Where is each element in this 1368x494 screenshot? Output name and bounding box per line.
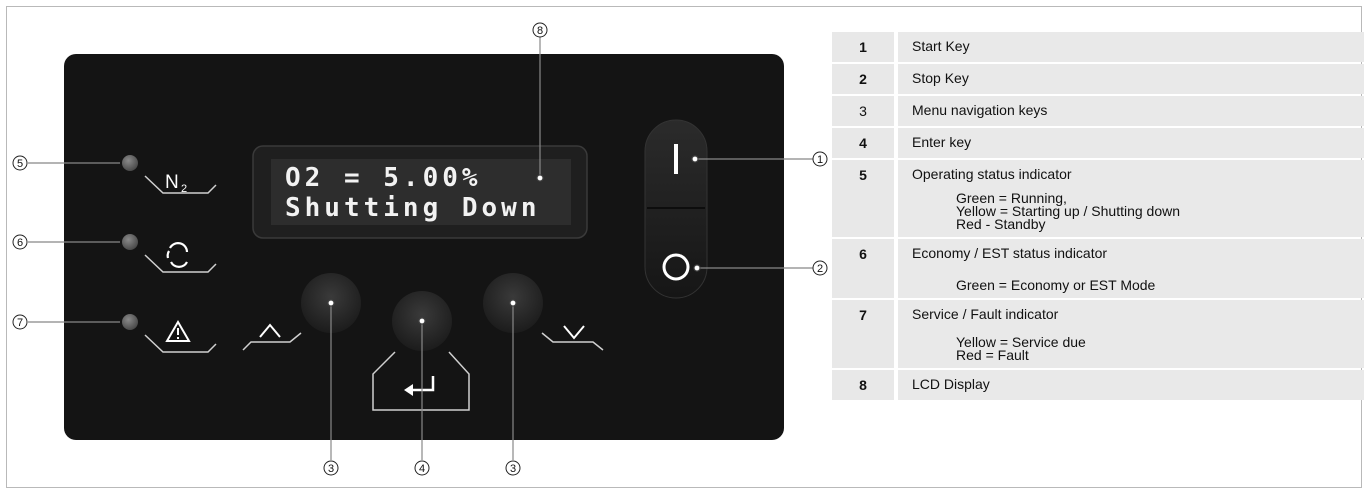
legend-label: Stop Key — [894, 64, 1364, 94]
legend-row: 2 Stop Key — [832, 64, 1364, 94]
svg-text:2: 2 — [817, 263, 823, 275]
legend-number: 6 — [832, 239, 894, 298]
legend-number: 8 — [832, 370, 894, 400]
service-fault-indicator — [122, 314, 217, 353]
controller-panel-diagram: O2 = 5.00% Shutting Down N 2 — [12, 22, 828, 476]
legend-label: Start Key — [894, 32, 1364, 62]
legend-number: 3 — [832, 96, 894, 126]
svg-text:1: 1 — [817, 154, 823, 166]
legend-row: 8 LCD Display — [832, 370, 1364, 400]
legend-label: LCD Display — [894, 370, 1364, 400]
down-arrow-label — [541, 325, 604, 351]
legend-label: Enter key — [894, 128, 1364, 158]
legend-number: 4 — [832, 128, 894, 158]
callout-6: 6 — [12, 234, 28, 250]
start-key[interactable] — [674, 144, 678, 174]
lcd-line-2: Shutting Down — [285, 193, 541, 223]
enter-arrow-icon — [404, 376, 435, 396]
stop-icon — [662, 253, 690, 281]
legend-row: 4 Enter key — [832, 128, 1364, 158]
control-panel — [64, 54, 784, 440]
svg-text:7: 7 — [17, 317, 23, 329]
svg-text:3: 3 — [510, 463, 516, 475]
enter-key-label — [372, 351, 470, 411]
callout-3-right: 3 — [505, 460, 521, 476]
callout-3-left: 3 — [323, 460, 339, 476]
n2-subscript: 2 — [181, 183, 187, 195]
legend-number: 1 — [832, 32, 894, 62]
start-stop-keys — [644, 119, 708, 299]
legend-label: Menu navigation keys — [894, 96, 1364, 126]
legend-label: Economy / EST status indicator — [912, 245, 1108, 261]
legend-row: 5 Operating status indicator Green = Run… — [832, 160, 1364, 237]
up-arrow-label — [242, 323, 302, 351]
legend-label: Service / Fault indicator — [912, 306, 1059, 322]
lcd-display: O2 = 5.00% Shutting Down — [252, 145, 588, 239]
legend-label: Operating status indicator — [912, 166, 1072, 182]
callout-leaders — [28, 37, 814, 460]
svg-text:3: 3 — [328, 463, 334, 475]
legend-table: 1 Start Key 2 Stop Key 3 Menu navigation… — [832, 30, 1364, 402]
svg-text:8: 8 — [537, 25, 543, 37]
indicator-led — [122, 234, 138, 250]
callout-5: 5 — [12, 155, 28, 171]
economy-status-indicator — [122, 234, 217, 273]
legend-row: 7 Service / Fault indicator Yellow = Ser… — [832, 300, 1364, 368]
callout-8: 8 — [532, 22, 548, 38]
legend-number: 2 — [832, 64, 894, 94]
indicator-led — [122, 314, 138, 330]
chevron-up-icon — [259, 323, 281, 338]
stop-key[interactable] — [662, 253, 690, 281]
svg-text:4: 4 — [419, 463, 425, 475]
cycle-icon — [166, 242, 189, 268]
lcd-line-1: O2 = 5.00% — [285, 163, 482, 193]
legend-row: 6 Economy / EST status indicator Green =… — [832, 239, 1364, 298]
indicator-led — [122, 155, 138, 171]
legend-number: 5 — [832, 160, 894, 237]
callout-4: 4 — [414, 460, 430, 476]
start-icon — [674, 144, 678, 174]
legend-number: 7 — [832, 300, 894, 368]
svg-text:6: 6 — [17, 237, 23, 249]
n2-icon: N — [165, 172, 179, 193]
callout-7: 7 — [12, 314, 28, 330]
legend-detail: Green = Running, Yellow = Starting up / … — [956, 190, 1181, 232]
legend-row: 1 Start Key — [832, 32, 1364, 62]
operating-status-indicator: N 2 — [122, 155, 217, 195]
warning-icon — [165, 320, 191, 342]
legend-detail: Yellow = Service due Red = Fault — [956, 334, 1086, 363]
legend-detail: Green = Economy or EST Mode — [956, 277, 1156, 293]
legend-row: 3 Menu navigation keys — [832, 96, 1364, 126]
svg-text:5: 5 — [17, 158, 23, 170]
callout-1: 1 — [812, 151, 828, 167]
chevron-down-icon — [563, 325, 585, 340]
callout-2: 2 — [812, 260, 828, 276]
